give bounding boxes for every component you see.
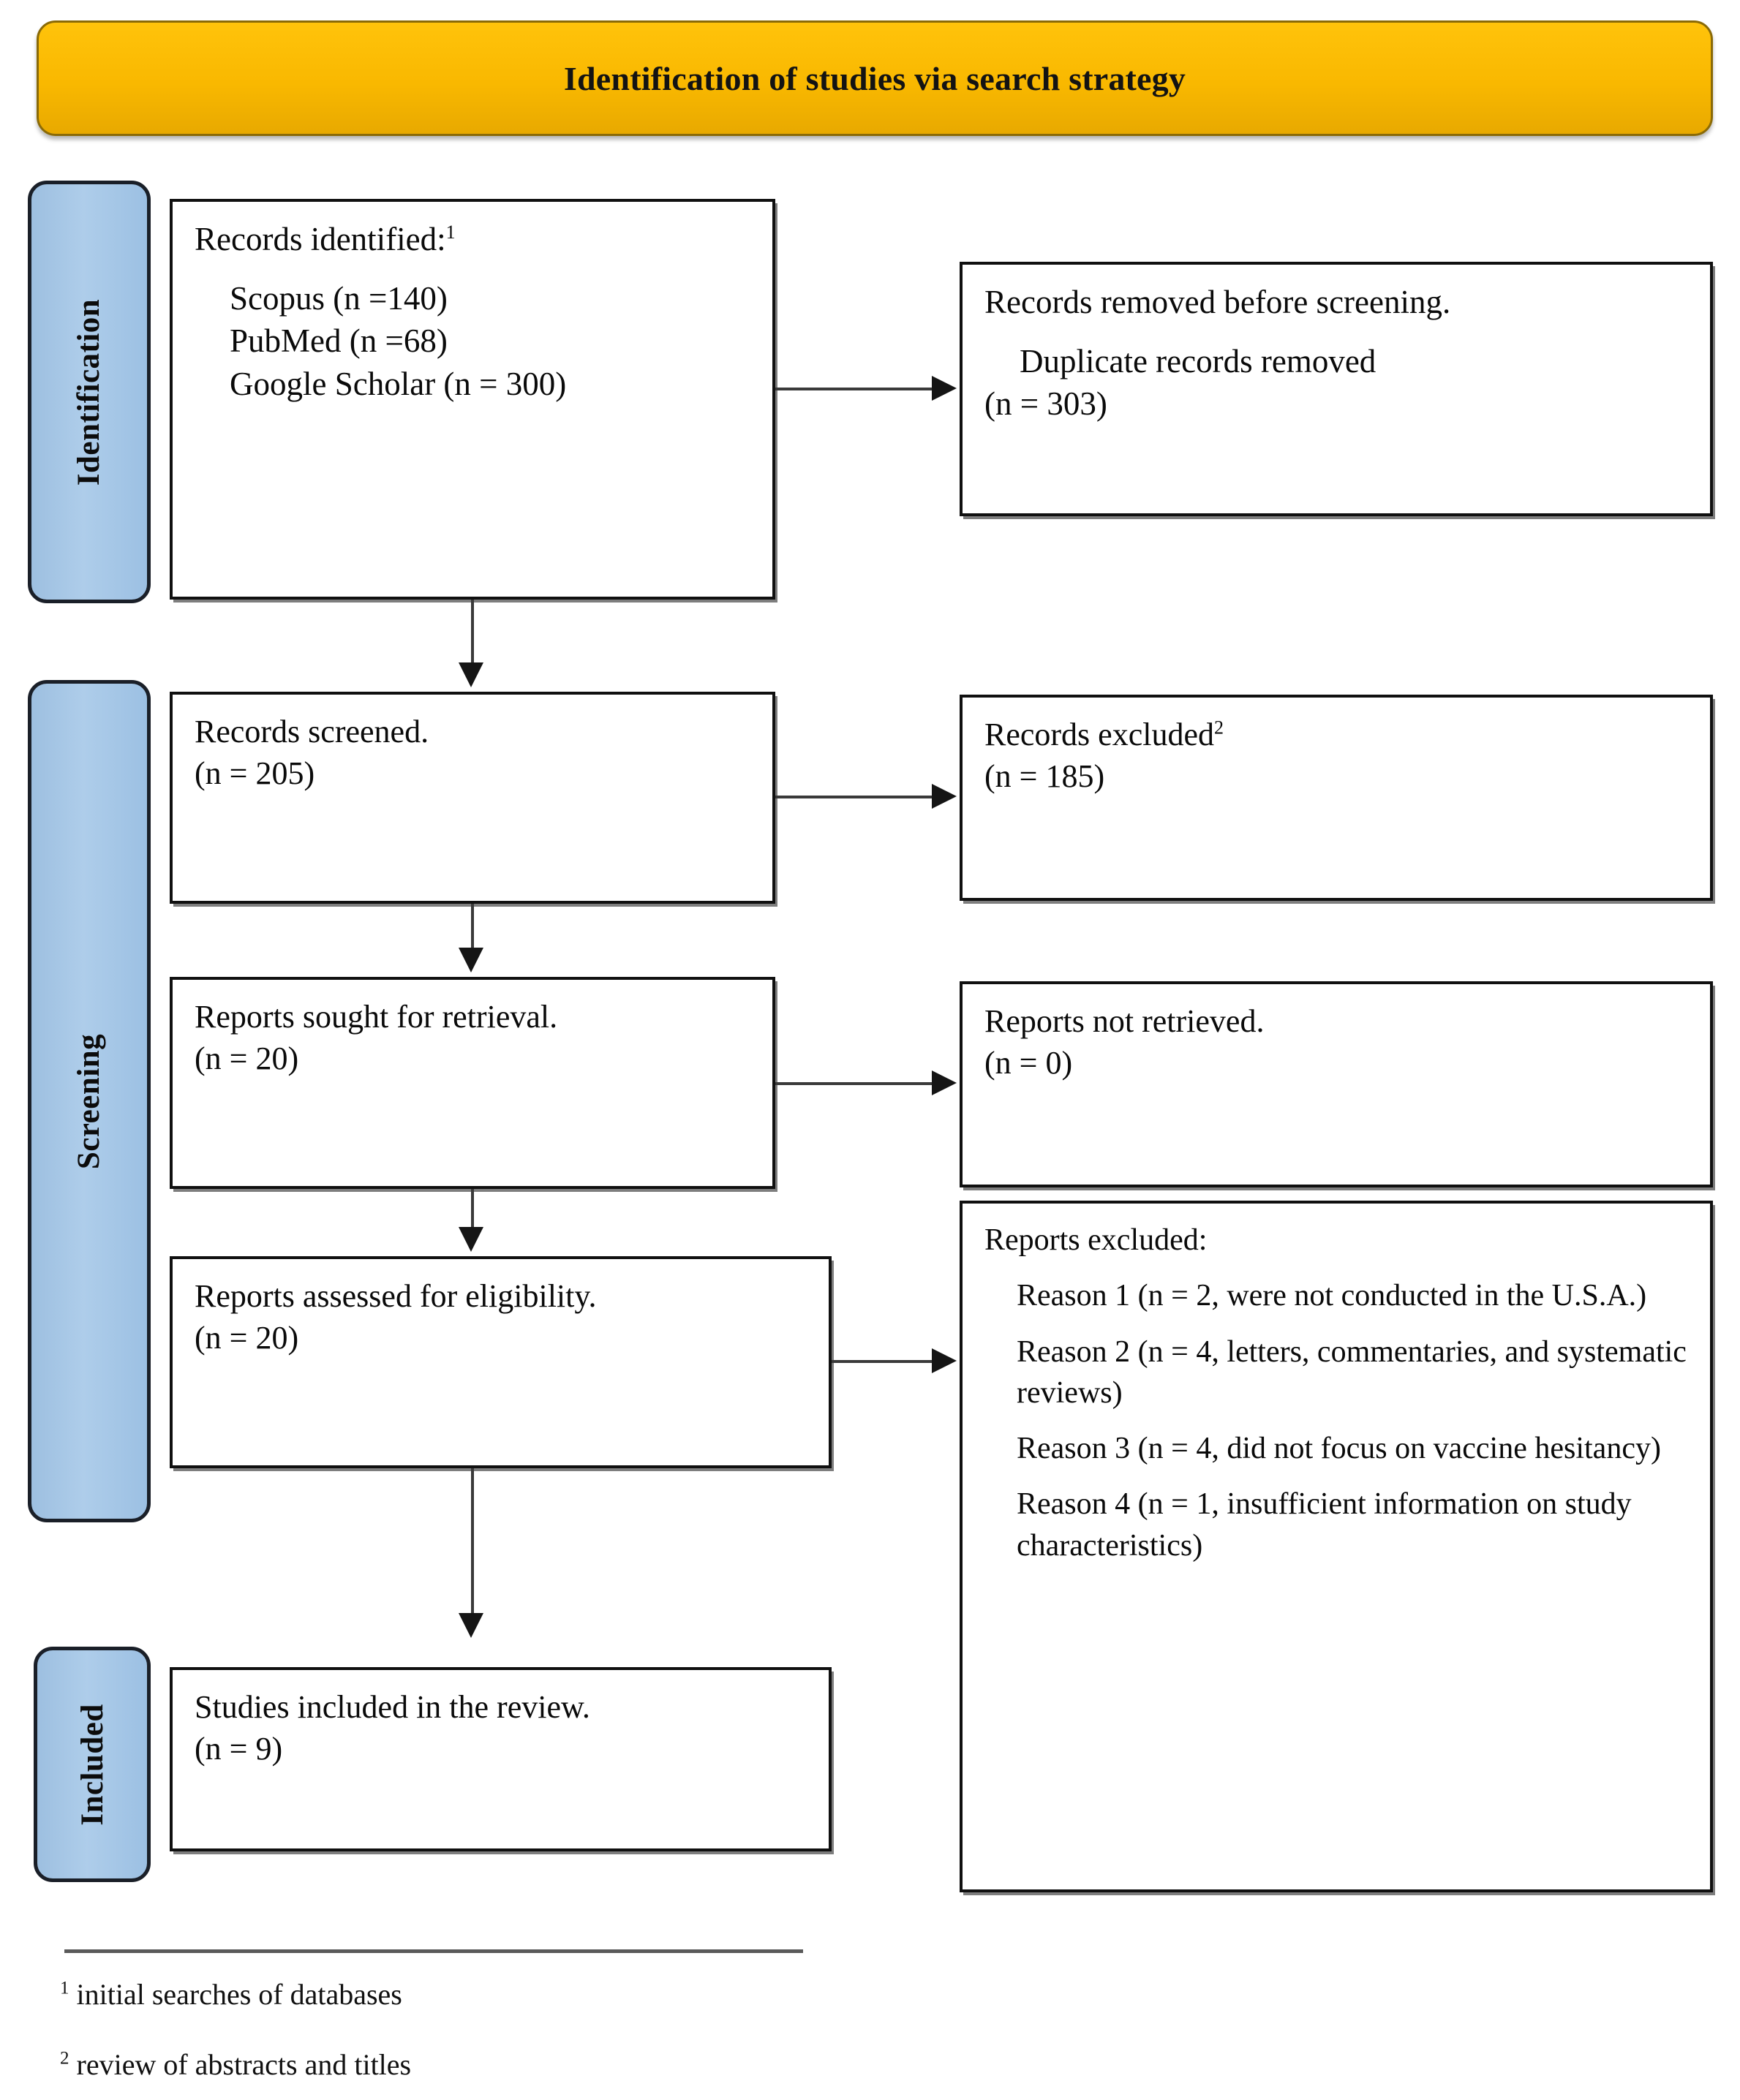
studies-included-count: (n = 9) — [195, 1731, 283, 1767]
footnote-marker-1: 1 — [445, 222, 456, 243]
records-identified-source-scopus: Scopus (n =140) — [230, 279, 448, 317]
box-records-identified: Records identified:1 Scopus (n =140) Pub… — [170, 199, 775, 600]
connector-identified-to-screened — [471, 600, 474, 667]
reports-excluded-heading: Reports excluded: — [984, 1223, 1208, 1257]
footnote-divider — [64, 1949, 803, 1953]
arrow-right-icon — [932, 376, 957, 401]
connector-sought-to-not-retrieved — [775, 1082, 935, 1085]
reports-assessed-label: Reports assessed for eligibility. — [195, 1278, 597, 1314]
arrow-down-icon — [459, 1227, 483, 1252]
arrow-down-icon — [459, 1613, 483, 1638]
stage-rail-included-label: Included — [75, 1703, 110, 1826]
reports-assessed-count: (n = 20) — [195, 1320, 299, 1356]
arrow-down-icon — [459, 662, 483, 687]
footnote-1-text: initial searches of databases — [69, 1978, 402, 2011]
records-identified-source-pubmed: PubMed (n =68) — [230, 322, 448, 359]
arrow-down-icon — [459, 948, 483, 972]
records-removed-line-2: Duplicate records removed — [1020, 342, 1376, 379]
reports-excluded-reason-1: Reason 1 (n = 2, were not conducted in t… — [1017, 1279, 1647, 1313]
box-reports-not-retrieved: Reports not retrieved. (n = 0) — [960, 981, 1713, 1187]
box-records-excluded: Records excluded2 (n = 185) — [960, 695, 1713, 901]
reports-excluded-reason-3: Reason 3 (n = 4, did not focus on vaccin… — [1017, 1432, 1661, 1466]
connector-screened-to-sought — [471, 904, 474, 952]
box-reports-excluded: Reports excluded: Reason 1 (n = 2, were … — [960, 1201, 1713, 1892]
records-identified-title-text: Records identified: — [195, 221, 446, 257]
footnote-2-text: review of abstracts and titles — [69, 2048, 412, 2081]
header-banner: Identification of studies via search str… — [37, 20, 1713, 136]
stage-rail-screening-label: Screening — [72, 1033, 107, 1169]
box-studies-included: Studies included in the review. (n = 9) — [170, 1667, 832, 1851]
arrow-right-icon — [932, 784, 957, 809]
box-records-screened: Records screened. (n = 205) — [170, 692, 775, 904]
records-identified-source-google-scholar: Google Scholar (n = 300) — [230, 365, 567, 402]
stage-rail-included: Included — [34, 1647, 151, 1882]
reports-not-retrieved-label: Reports not retrieved. — [984, 1003, 1265, 1039]
connector-assessed-to-included — [471, 1468, 474, 1617]
reports-not-retrieved-count: (n = 0) — [984, 1045, 1073, 1081]
page-title: Identification of studies via search str… — [563, 59, 1186, 97]
records-screened-label: Records screened. — [195, 714, 429, 749]
connector-identified-to-removed — [775, 388, 935, 390]
arrow-right-icon — [932, 1348, 957, 1373]
connector-screened-to-excluded — [775, 796, 935, 798]
reports-sought-count: (n = 20) — [195, 1040, 299, 1077]
footnote-1-marker: 1 — [60, 1978, 69, 1998]
connector-sought-to-assessed — [471, 1189, 474, 1231]
footnote-2: 2 review of abstracts and titles — [60, 2047, 411, 2082]
records-identified-title: Records identified:1 — [195, 218, 750, 261]
reports-excluded-reason-4: Reason 4 (n = 1, insufficient informatio… — [1017, 1487, 1632, 1563]
reports-sought-label: Reports sought for retrieval. — [195, 999, 558, 1035]
box-records-removed: Records removed before screening. Duplic… — [960, 262, 1713, 516]
footnote-marker-2: 2 — [1214, 717, 1224, 739]
box-reports-assessed: Reports assessed for eligibility. (n = 2… — [170, 1256, 832, 1468]
stage-rail-identification-label: Identification — [72, 298, 107, 486]
footnote-1: 1 initial searches of databases — [60, 1977, 402, 2012]
records-excluded-label: Records excluded2 — [984, 714, 1688, 755]
records-screened-count: (n = 205) — [195, 755, 315, 792]
connector-assessed-to-reports-excluded — [832, 1360, 935, 1363]
records-excluded-label-text: Records excluded — [984, 717, 1214, 752]
box-reports-sought: Reports sought for retrieval. (n = 20) — [170, 977, 775, 1189]
records-removed-count: (n = 303) — [984, 385, 1107, 422]
records-removed-line-1: Records removed before screening. — [984, 284, 1451, 320]
records-excluded-count: (n = 185) — [984, 758, 1105, 795]
stage-rail-screening: Screening — [28, 680, 151, 1522]
footnote-2-marker: 2 — [60, 2048, 69, 2069]
reports-excluded-reason-2: Reason 2 (n = 4, letters, commentaries, … — [1017, 1334, 1687, 1410]
stage-rail-identification: Identification — [28, 181, 151, 603]
studies-included-label: Studies included in the review. — [195, 1689, 590, 1725]
arrow-right-icon — [932, 1070, 957, 1095]
